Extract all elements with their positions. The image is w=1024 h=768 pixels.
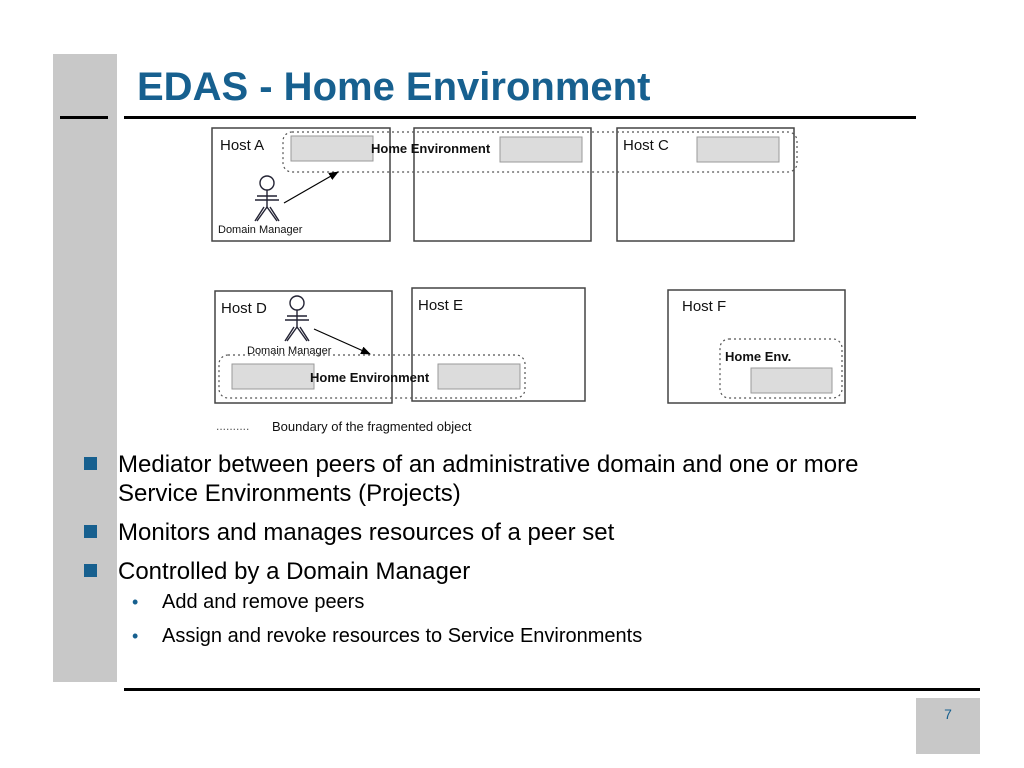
sub-bullet-item: • Assign and revoke resources to Service…	[118, 624, 942, 648]
dot-bullet-icon: •	[132, 626, 139, 646]
resource-block	[750, 367, 833, 394]
host-e-label: Host E	[418, 297, 463, 314]
bottom-rule	[124, 688, 980, 691]
bullet-text: Mediator between peers of an administrat…	[118, 451, 859, 507]
domain-manager-bottom-label: Domain Manager	[247, 345, 332, 357]
sub-bullet-list: • Add and remove peers • Assign and revo…	[118, 590, 942, 648]
host-c-label: Host C	[623, 137, 669, 154]
host-d-label: Host D	[221, 300, 267, 317]
sub-bullet-text: Add and remove peers	[162, 591, 365, 613]
sidebar-bar	[53, 54, 117, 682]
arrow	[283, 171, 339, 204]
resource-block	[499, 136, 583, 163]
resource-block	[290, 135, 374, 162]
home-env-bottom-boundary	[218, 354, 526, 399]
bullet-item: Monitors and manages resources of a peer…	[82, 518, 942, 547]
page-title: EDAS - Home Environment	[137, 65, 651, 109]
domain-manager-top-label: Domain Manager	[218, 224, 303, 236]
bullet-list: Mediator between peers of an administrat…	[82, 450, 942, 658]
dot-bullet-icon: •	[132, 592, 139, 612]
square-bullet-icon	[84, 457, 97, 470]
home-environment-diagram: Host A Host C Home Environment Domain Ma…	[211, 127, 846, 434]
domain-manager-icon	[284, 295, 310, 342]
resource-block	[696, 136, 780, 163]
square-bullet-icon	[84, 525, 97, 538]
home-env-bottom-label: Home Environment	[310, 370, 430, 385]
home-env-top-label: Home Environment	[371, 141, 491, 156]
page-number: 7	[944, 706, 952, 722]
resource-block	[437, 363, 521, 390]
sub-bullet-text: Assign and revoke resources to Service E…	[162, 625, 643, 647]
legend-dotted-line: ..........	[216, 419, 249, 433]
page-number-box: 7	[916, 698, 980, 754]
title-rule	[124, 116, 916, 119]
host-f-label: Host F	[682, 298, 726, 315]
bullet-item: Controlled by a Domain Manager • Add and…	[82, 557, 942, 648]
sub-bullet-item: • Add and remove peers	[118, 590, 942, 614]
bullet-text: Controlled by a Domain Manager	[118, 558, 471, 585]
home-env-top-boundary	[282, 131, 798, 173]
home-env-short-boundary	[719, 338, 843, 399]
domain-manager-icon	[254, 175, 280, 222]
bullet-text: Monitors and manages resources of a peer…	[118, 519, 615, 546]
legend-label: Boundary of the fragmented object	[272, 419, 472, 434]
bullet-item: Mediator between peers of an administrat…	[82, 450, 942, 508]
arrow	[313, 328, 371, 355]
host-a-label: Host A	[220, 137, 264, 154]
square-bullet-icon	[84, 564, 97, 577]
home-env-short-label: Home Env.	[725, 349, 791, 364]
resource-block	[231, 363, 315, 390]
title-left-rule	[60, 116, 108, 119]
